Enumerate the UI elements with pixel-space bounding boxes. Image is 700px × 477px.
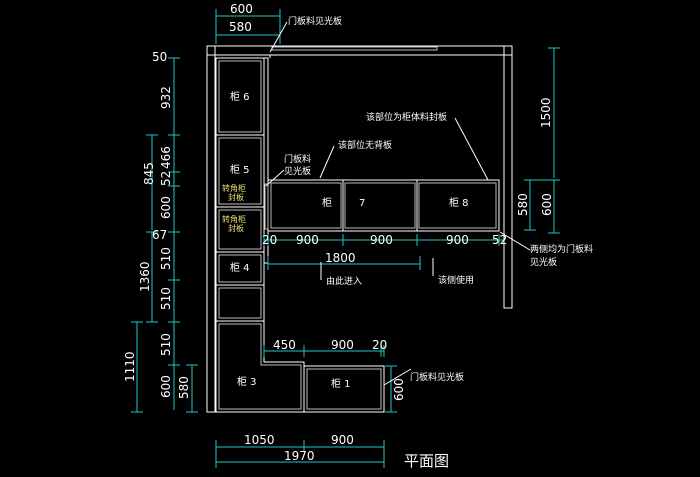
dim-inner-900d: 900 — [331, 338, 354, 352]
drawing-title: 平面图 — [404, 452, 449, 470]
left-dimensions: 50 932 845 466 52 600 67 1360 510 510 51… — [123, 50, 198, 413]
cabinet-1-label: 柜 1 — [331, 377, 351, 390]
note-corner-1-line2: 封板 — [228, 192, 244, 202]
note-corner-1-line1: 转角柜 — [222, 183, 246, 193]
dim-left-932: 932 — [159, 86, 173, 109]
dim-inner-900b: 900 — [370, 233, 393, 247]
cabinet-unnumbered-label: 柜 — [322, 196, 332, 209]
cabinet-labels: 柜 6 柜 5 柜 4 柜 3 柜 1 柜 7 柜 8 — [230, 90, 469, 390]
note-both-sides-line1: 两侧均为门板料 — [530, 243, 593, 255]
note-door-panel-line2: 见光板 — [284, 165, 311, 177]
note-body-panel: 该部位为柜体料封板 — [366, 111, 447, 123]
bottom-dimensions: 1050 900 1970 — [215, 433, 385, 468]
note-enter-here: 由此进入 — [326, 275, 362, 287]
dim-inner-20b: 20 — [372, 338, 387, 352]
cabinet-6-label: 柜 6 — [230, 90, 250, 103]
dim-inner-600: 600 — [392, 378, 406, 401]
dim-inner-900c: 900 — [446, 233, 469, 247]
cabinet-7-label: 7 — [359, 198, 365, 209]
right-dimensions: 1500 580 600 — [516, 47, 560, 234]
cabinet-8-label: 柜 8 — [449, 196, 469, 209]
dim-right-1500: 1500 — [539, 97, 553, 128]
dim-top-580: 580 — [229, 20, 252, 34]
note-use-this-side: 该侧使用 — [438, 274, 474, 286]
dim-inner-450: 450 — [273, 338, 296, 352]
dim-left-52: 52 — [159, 171, 173, 186]
note-corner-2-line1: 转角柜 — [222, 214, 246, 224]
dim-left-600b: 600 — [159, 375, 173, 398]
dim-inner-20: 20 — [262, 233, 277, 247]
top-dimensions: 600 580 — [215, 2, 281, 44]
left-cabinets — [215, 57, 269, 322]
back-row-cabinets — [264, 179, 500, 232]
inner-dimensions: 20 900 900 900 52 1800 450 900 20 600 — [262, 233, 507, 413]
dim-left-845: 845 — [142, 162, 156, 185]
dim-left-600: 600 — [159, 196, 173, 219]
note-bottom-door-panel: 门板料见光板 — [410, 371, 464, 383]
dim-left-1360: 1360 — [138, 261, 152, 292]
dim-left-510b: 510 — [159, 287, 173, 310]
dim-right-580: 580 — [516, 193, 530, 216]
note-door-panel-line1: 门板料 — [284, 153, 311, 165]
dim-right-600: 600 — [540, 193, 554, 216]
dim-bottom-1050: 1050 — [244, 433, 275, 447]
dim-inner-900a: 900 — [296, 233, 319, 247]
dim-left-510a: 510 — [159, 247, 173, 270]
dim-left-50: 50 — [152, 50, 167, 64]
dim-left-67: 67 — [152, 228, 167, 242]
note-corner-2-line2: 封板 — [228, 223, 244, 233]
annotations: 门板料见光板 该部位为柜体料封板 该部位无背板 门板料 见光板 转角柜 封板 转… — [222, 15, 593, 386]
dim-left-580: 580 — [177, 376, 191, 399]
dim-top-600: 600 — [230, 2, 253, 16]
cabinet-5-label: 柜 5 — [230, 163, 250, 176]
dim-left-510c: 510 — [159, 333, 173, 356]
room-walls — [206, 45, 513, 413]
note-both-sides-line2: 见光板 — [530, 256, 557, 268]
cabinet-4-label: 柜 4 — [230, 261, 250, 274]
dim-left-1110: 1110 — [123, 351, 137, 382]
dim-left-466: 466 — [159, 146, 173, 169]
dim-bottom-900: 900 — [331, 433, 354, 447]
dim-inner-1800: 1800 — [325, 251, 356, 265]
note-top-door-panel: 门板料见光板 — [288, 15, 342, 27]
dim-inner-52: 52 — [492, 233, 507, 247]
bottom-cabinets — [215, 320, 385, 413]
dim-bottom-1970: 1970 — [284, 449, 315, 463]
cabinet-3-label: 柜 3 — [237, 375, 257, 388]
note-no-back-panel: 该部位无背板 — [338, 139, 392, 151]
